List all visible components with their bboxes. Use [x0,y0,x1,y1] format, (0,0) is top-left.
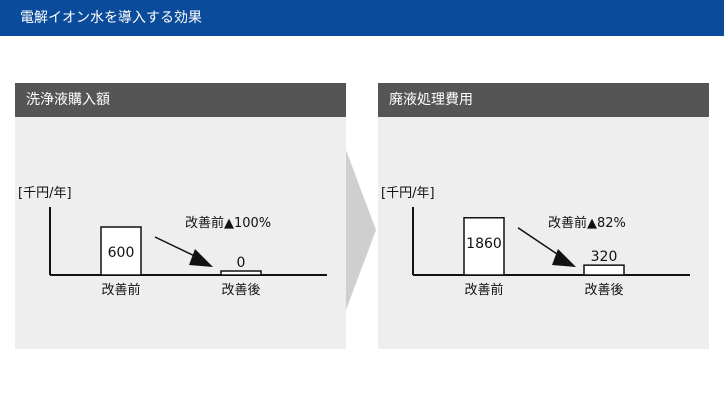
bar [220,270,262,276]
chart-purchase: [千円/年] 600 改善前 0 改善後 改善前▲100% [18,186,327,298]
chart-panel-purchase: 洗浄液購入額 [千円/年] 600 改善前 0 改善後 改善前▲100% [15,83,346,349]
x-tick-label: 改善前 [464,282,503,298]
page-header: 電解イオン水を導入する効果 [0,0,724,36]
chevron-right-icon [346,150,376,310]
y-axis-label: [千円/年] [381,186,435,201]
bar [100,226,142,276]
y-axis-label: [千円/年] [18,186,72,201]
annotation-arrowhead [552,249,576,267]
x-tick-label: 改善前 [101,282,140,298]
data-label: 600 [108,245,135,261]
bar [463,217,505,276]
panel-title: 廃液処理費用 [378,83,709,117]
data-label: 1860 [466,236,502,252]
x-tick-label: 改善後 [584,282,623,298]
bar [583,264,625,276]
data-label: 320 [591,249,618,265]
chart-disposal: [千円/年] 1860 改善前 320 改善後 改善前▲82% [381,186,690,298]
annotation: 改善前▲100% [185,215,271,231]
annotation-arrowhead [189,249,213,267]
panel-title: 洗浄液購入額 [15,83,346,117]
annotation: 改善前▲82% [548,215,626,231]
data-label: 0 [237,255,246,271]
chart-panel-disposal: 廃液処理費用 [千円/年] 1860 改善前 320 改善後 改善前▲82% [378,83,709,349]
page-title: 電解イオン水を導入する効果 [20,10,202,26]
x-tick-label: 改善後 [221,282,260,298]
